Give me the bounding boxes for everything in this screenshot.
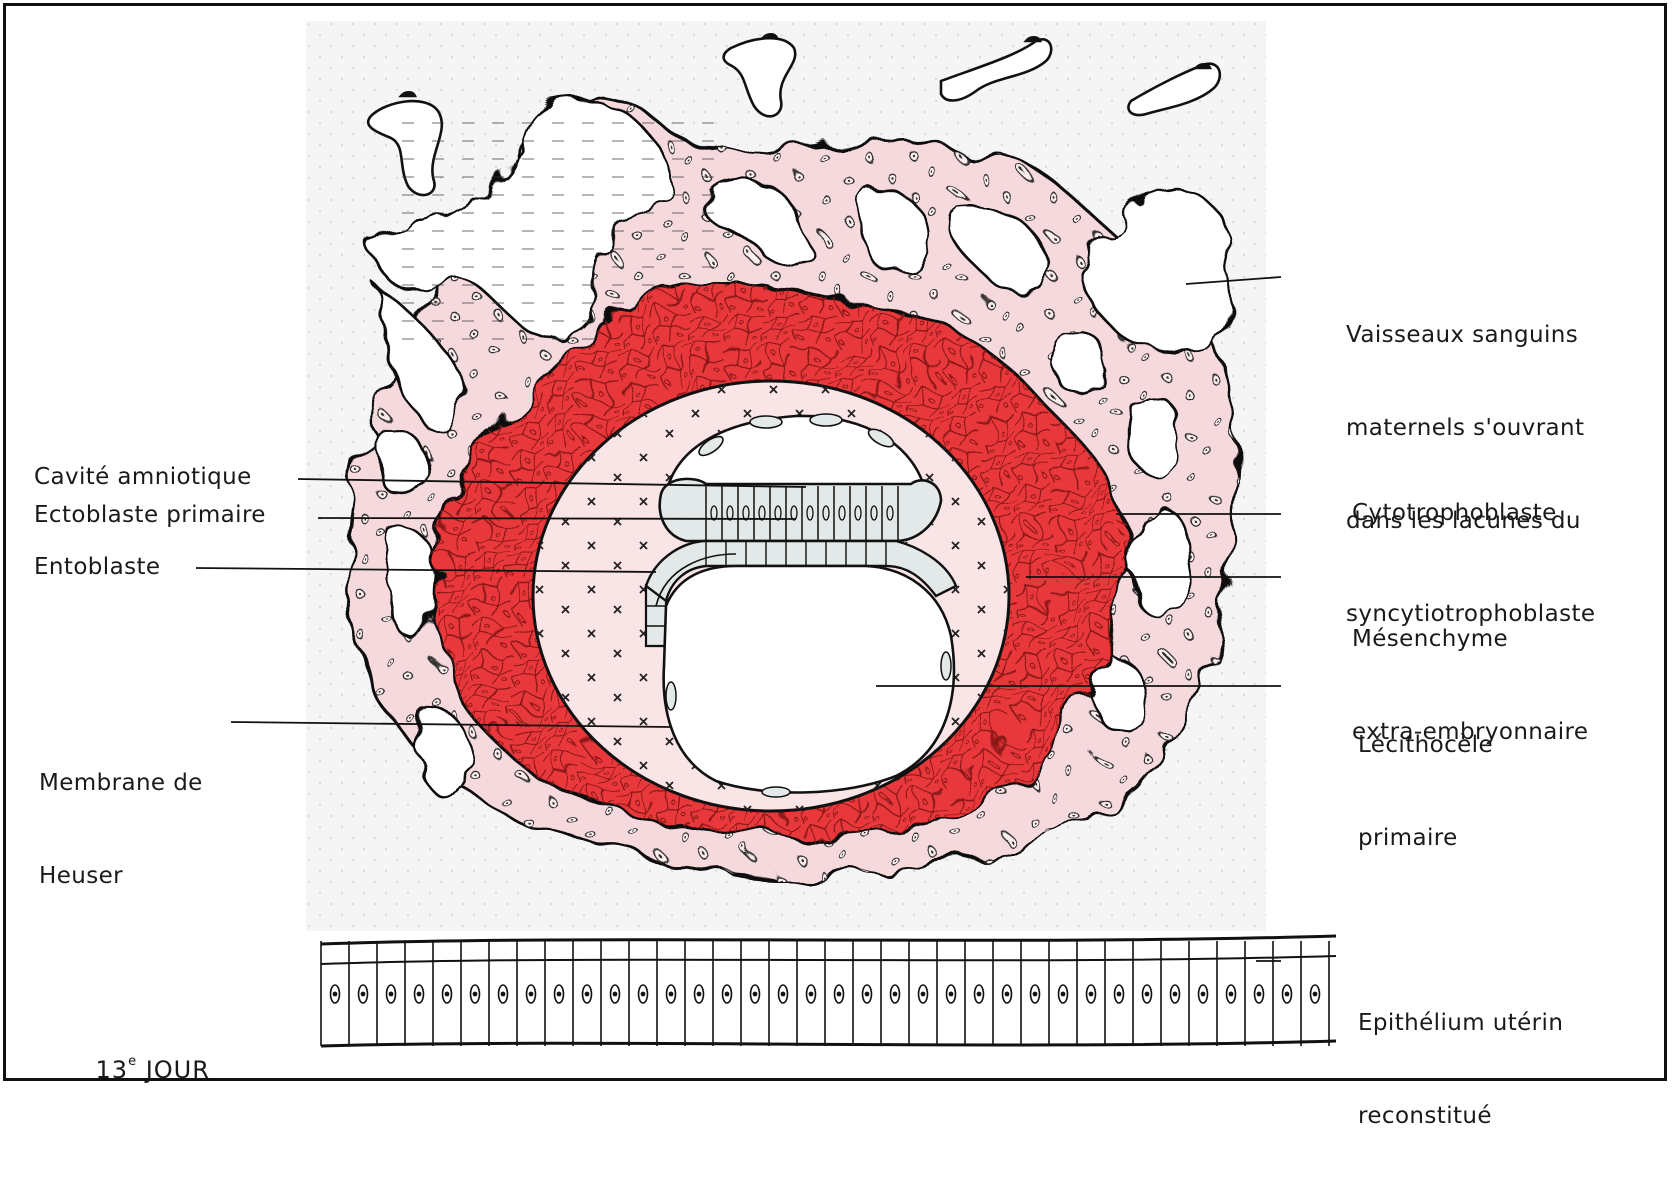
label-membrane-line1: Membrane de [39, 768, 203, 799]
label-cavite-amniotique: Cavité amniotique [34, 462, 252, 493]
nucleolus [921, 992, 924, 995]
nucleolus [837, 992, 840, 995]
primary-ectoblast [660, 479, 941, 541]
label-lecithocele-line1: Lécithocèle [1358, 730, 1493, 761]
nucleolus [361, 992, 364, 995]
nucleolus [445, 992, 448, 995]
label-mesenchyme-line1: Mésenchyme [1352, 624, 1588, 655]
label-membrane-heuser: Membrane de Heuser [39, 706, 203, 954]
nucleolus [1173, 992, 1176, 995]
label-vaisseaux-line1: Vaisseaux sanguins [1346, 320, 1595, 351]
figure-frame: Vaisseaux sanguins maternels s'ouvrant d… [3, 3, 1667, 1081]
nucleolus [1117, 992, 1120, 995]
nucleolus [417, 992, 420, 995]
nucleolus [1005, 992, 1008, 995]
nucleolus [1061, 992, 1064, 995]
label-membrane-line2: Heuser [39, 861, 203, 892]
nucleolus [333, 992, 336, 995]
nucleolus [893, 992, 896, 995]
uterine-epithelium [321, 936, 1336, 1046]
nucleolus [557, 992, 560, 995]
nucleolus [473, 992, 476, 995]
label-ectoblaste: Ectoblaste primaire [34, 500, 266, 531]
nucleolus [1201, 992, 1204, 995]
label-epithelium: Epithélium utérin reconstitué [1358, 946, 1563, 1194]
nucleolus [1257, 992, 1260, 995]
label-epithelium-line1: Epithélium utérin [1358, 1008, 1563, 1039]
label-epithelium-line2: reconstitué [1358, 1101, 1563, 1132]
day-label: 13e JOUR [61, 1019, 210, 1117]
day-suffix: e [128, 1054, 137, 1069]
nucleolus [585, 992, 588, 995]
nucleolus [949, 992, 952, 995]
day-number: 13 [96, 1056, 129, 1084]
nucleolus [501, 992, 504, 995]
label-entoblaste: Entoblaste [34, 552, 160, 583]
nucleolus [669, 992, 672, 995]
label-cytotrophoblaste: Cytotrophoblaste [1352, 498, 1557, 529]
nucleolus [529, 992, 532, 995]
label-lecithocele-line2: primaire [1358, 823, 1493, 854]
nucleolus [781, 992, 784, 995]
nucleolus [1229, 992, 1232, 995]
nucleolus [753, 992, 756, 995]
nucleolus [389, 992, 392, 995]
nucleolus [977, 992, 980, 995]
nucleolus [1145, 992, 1148, 995]
nucleolus [697, 992, 700, 995]
nucleolus [1285, 992, 1288, 995]
nucleolus [725, 992, 728, 995]
nucleolus [1089, 992, 1092, 995]
nucleolus [1313, 992, 1316, 995]
nucleolus [1033, 992, 1036, 995]
primary-yolk-sac [656, 554, 954, 797]
label-vaisseaux-line2: maternels s'ouvrant [1346, 413, 1595, 444]
nucleolus [613, 992, 616, 995]
nucleolus [809, 992, 812, 995]
nucleolus [641, 992, 644, 995]
day-word: JOUR [146, 1056, 210, 1084]
nucleolus [865, 992, 868, 995]
label-lecithocele: Lécithocèle primaire [1358, 668, 1493, 916]
